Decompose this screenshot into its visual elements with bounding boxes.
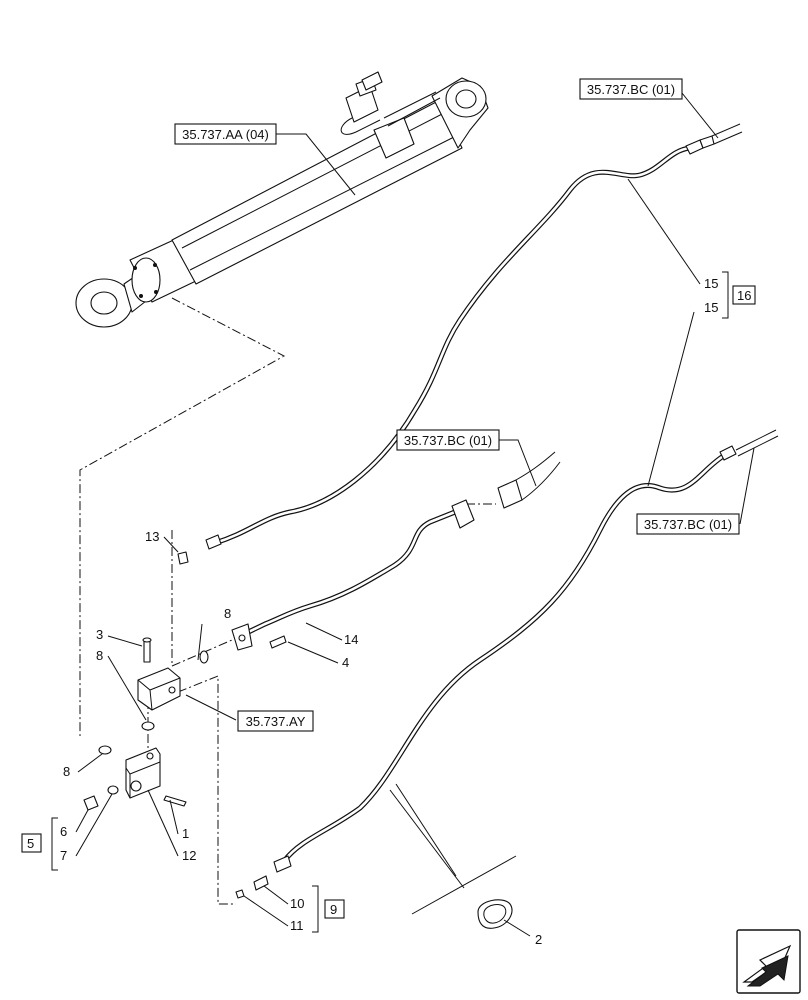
rigid-tube	[231, 499, 475, 651]
assembly-lines	[79, 297, 496, 905]
ref-right-lower[interactable]: 35.737.BC (01)	[636, 513, 740, 535]
callout-14: 14	[344, 632, 358, 647]
callout-1: 1	[182, 826, 189, 841]
plug-6	[83, 785, 119, 811]
callout-6: 6	[60, 824, 67, 839]
callout-12: 12	[182, 848, 196, 863]
clip-2	[477, 899, 513, 929]
callout-8-middle: 8	[96, 648, 103, 663]
o-ring-8a	[98, 650, 209, 755]
orientation-arrow-icon	[736, 929, 801, 994]
callout-2: 2	[535, 932, 542, 947]
valve-block-12	[125, 747, 187, 807]
callout-16: 16	[737, 288, 751, 303]
callout-5: 5	[27, 836, 34, 851]
hose-lower	[273, 429, 779, 873]
svg-text:35.737.AY: 35.737.AY	[246, 714, 306, 729]
callout-15-lower: 15	[704, 300, 718, 315]
callout-9: 9	[330, 902, 337, 917]
callout-8-lower: 8	[63, 764, 70, 779]
fittings-10-11	[235, 875, 269, 899]
callout-11: 11	[290, 918, 304, 933]
brackets	[51, 271, 729, 933]
leader-lines	[75, 92, 755, 937]
svg-text:35.737.AA (04): 35.737.AA (04)	[182, 127, 269, 142]
callout-15-upper: 15	[704, 276, 718, 291]
callout-13: 13	[145, 529, 159, 544]
callout-8-upper: 8	[224, 606, 231, 621]
fitting-13	[177, 551, 189, 565]
ref-middle[interactable]: 35.737.BC (01)	[396, 429, 500, 451]
ref-cylinder[interactable]: 35.737.AA (04)	[174, 123, 277, 145]
callout-4: 4	[342, 655, 349, 670]
ref-top-right[interactable]: 35.737.BC (01)	[579, 78, 683, 100]
ref-block[interactable]: 35.737.AY	[237, 710, 314, 732]
block-35-737-ay	[137, 667, 181, 711]
callout-7: 7	[60, 848, 67, 863]
svg-text:35.737.BC (01): 35.737.BC (01)	[587, 82, 675, 97]
callout-10: 10	[290, 896, 304, 911]
hose-stub	[497, 451, 561, 509]
hydraulic-cylinder	[75, 71, 489, 328]
callouts: 1 2 3 4 5 6 7 8 8 8 9 10 11 12 13 14 15 …	[21, 276, 756, 947]
svg-text:35.737.BC (01): 35.737.BC (01)	[644, 517, 732, 532]
hose-upper	[205, 123, 743, 550]
bolt-3	[142, 637, 152, 663]
callout-3: 3	[96, 627, 103, 642]
svg-text:35.737.BC (01): 35.737.BC (01)	[404, 433, 492, 448]
